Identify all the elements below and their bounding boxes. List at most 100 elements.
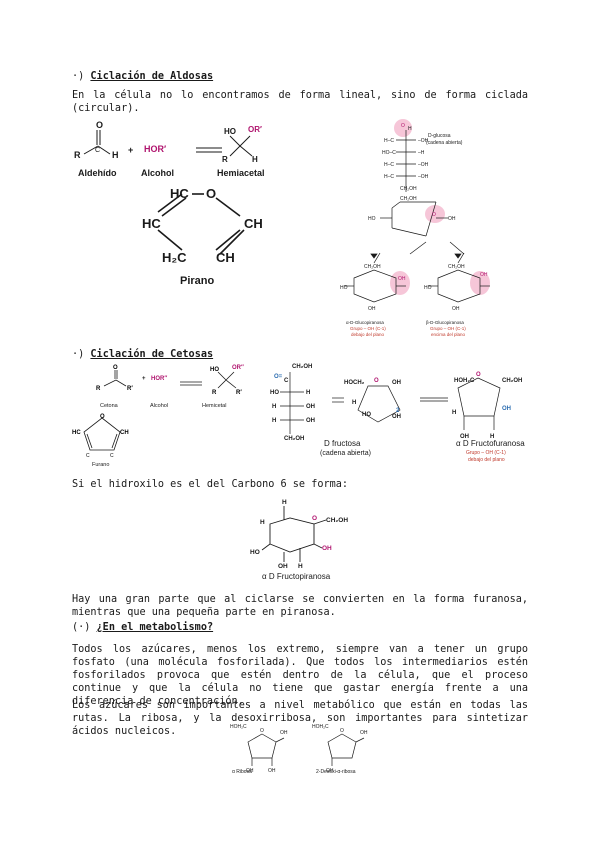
svg-text:HOH₂C: HOH₂C [230,724,247,730]
alpha-note-2: debajo del plano [351,332,385,337]
bullet: (·) [72,622,91,633]
svg-text:CH₂OH: CH₂OH [448,264,465,270]
beta-note-1: Grupo – OH (C-1) [430,326,466,331]
svg-text:CH₂OH: CH₂OH [284,436,304,442]
svg-text:CH₂OH: CH₂OH [364,264,381,270]
svg-text:HOH₂C: HOH₂C [312,724,329,730]
svg-text:HO–C: HO–C [382,150,396,156]
ketone-plus: + [142,376,146,382]
svg-text:OH: OH [280,730,288,736]
cetosas-summary: Hay una gran parte que al ciclarse se co… [72,594,535,618]
svg-text:C: C [284,378,289,384]
ribose-label: α Ribosa [232,769,252,775]
carbon6-text: Si el hidroxilo es el del Carbono 6 se f… [72,479,349,490]
fructopyranose-label: α D Fructopiranosa [262,572,331,581]
furan-label: Furano [92,462,110,468]
svg-text:OH: OH [306,418,315,424]
svg-text:HO: HO [250,549,260,556]
svg-text:OH: OH [268,768,276,774]
svg-text:HOCH₂: HOCH₂ [344,380,365,386]
cetosas-heading-line: ·) Ciclación de Cetosas [72,348,213,361]
svg-text:OH: OH [360,730,368,736]
beta-note-2: encima del plano [431,332,466,337]
svg-text:OR′: OR′ [248,125,262,134]
svg-text:OR″: OR″ [232,365,244,371]
svg-text:H: H [408,126,412,132]
glucose-cyclization-figure: O H H–C–OH HO–C–H H–C–OH H–C–OH CH₂OH CH… [340,119,490,312]
svg-text:OH: OH [502,406,511,412]
svg-text:O: O [476,372,481,378]
svg-text:HOH₂C: HOH₂C [454,378,475,384]
svg-text:–OH: –OH [418,174,429,180]
svg-text:OH: OH [278,563,288,570]
svg-text:O=: O= [274,374,283,380]
ketone-alcohol-label: Alcohol [150,403,169,409]
svg-text:HO: HO [210,367,219,373]
svg-text:O: O [100,414,105,420]
svg-text:H: H [260,519,265,526]
reagent-label: HOR′ [144,144,167,154]
svg-text:R: R [222,155,228,164]
hemiacetal-label: Hemiacetal [217,168,265,178]
ketone-reaction-figure: O R R′ HO OR″ R R′ [96,365,244,396]
svg-text:CH₂OH: CH₂OH [502,378,522,384]
svg-text:O: O [374,378,379,384]
svg-text:HC: HC [170,186,189,201]
svg-text:OH: OH [322,545,332,552]
svg-text:CH₂OH: CH₂OH [400,196,417,202]
svg-text:C: C [110,453,114,459]
cetona-label: Cetona [100,403,118,409]
svg-text:HO: HO [424,285,432,291]
svg-text:O: O [206,186,216,201]
svg-text:OH: OH [392,380,401,386]
alpha-note-1: Grupo – OH (C-1) [350,326,386,331]
svg-text:H–C: H–C [384,162,394,168]
aldosas-heading: Ciclación de Aldosas [90,71,214,82]
svg-text:OH: OH [448,216,456,222]
fructose-open-label: D fructosa [324,439,361,448]
svg-text:H–C: H–C [384,138,394,144]
svg-text:OH: OH [368,306,376,312]
svg-text:OH: OH [246,768,254,774]
svg-text:H: H [272,418,276,424]
svg-text:H: H [298,563,303,570]
svg-text:H: H [490,434,494,440]
svg-text:O: O [401,123,405,129]
svg-text:O: O [432,212,436,218]
aldosas-paragraph: En la célula no lo encontramos de forma … [72,90,535,114]
hemicetal-label: Hemicetal [202,403,227,409]
alcohol-label: Alcohol [141,168,174,178]
svg-text:HO: HO [340,285,348,291]
svg-text:H: H [252,155,258,164]
svg-text:OH: OH [306,404,315,410]
fructofuranose-label: α D Fructofuranosa [456,439,525,448]
svg-text:CH: CH [244,216,263,231]
svg-text:HO: HO [270,390,279,396]
svg-text:H: H [282,499,287,506]
svg-text:R′: R′ [236,390,242,396]
svg-text:O: O [340,728,344,734]
fructofuranose-note-1: Grupo – OH (C-1) [466,450,506,456]
metabolismo-paragraph-1: Todos los azúcares, menos los extremo, s… [72,644,535,707]
svg-text:–OH: –OH [418,138,429,144]
svg-text:HC: HC [142,216,161,231]
svg-text:HC: HC [72,430,81,436]
glucose-open-label: D-glucosa [428,133,451,139]
svg-text:R: R [212,390,217,396]
svg-text:2: 2 [396,408,400,414]
svg-text:H: H [306,390,310,396]
deoxyribose-label: 2-Desoxi-α-ribosa [316,769,356,775]
svg-text:H: H [112,150,119,160]
bullet: ·) [72,349,85,360]
svg-text:CH₂OH: CH₂OH [400,186,417,192]
fructofuranose-note-2: debajo del plano [468,457,505,463]
metabolismo-heading-line: (·) ¿En el metabolismo? [72,621,213,634]
beta-glucopyranose-label: β-D-Glucopiranosa [426,320,464,325]
svg-text:CH₂OH: CH₂OH [326,517,348,524]
svg-text:H: H [352,400,356,406]
aldehyde-reaction-figure: O R H C HO OR′ R H [74,120,262,164]
fructopyranose-figure: H O CH₂OH H HO OH OH H [250,499,348,570]
svg-text:H₂C: H₂C [162,250,187,265]
